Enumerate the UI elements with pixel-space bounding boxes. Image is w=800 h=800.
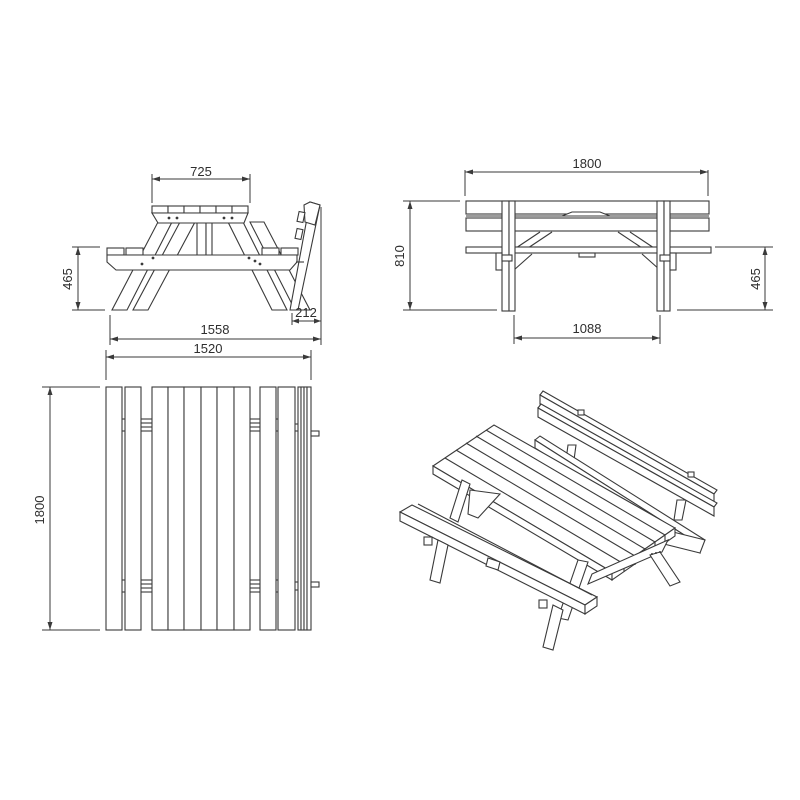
dim-overall-height: 810 xyxy=(392,245,407,267)
dim-overall-width: 1800 xyxy=(573,156,602,171)
plan-view-dimensions: 1800 xyxy=(32,386,100,631)
dim-plan-length: 1800 xyxy=(32,496,47,525)
front-view xyxy=(465,200,712,312)
plan-view xyxy=(105,386,320,631)
dim-seat-height-front: 465 xyxy=(748,268,763,290)
dim-seat-height: 465 xyxy=(60,268,75,290)
dim-backrest-offset: 212 xyxy=(295,305,317,320)
dim-overall-depth: 1558 xyxy=(201,322,230,337)
side-view xyxy=(106,201,321,311)
dim-table-top-width: 725 xyxy=(190,164,212,179)
isometric-view xyxy=(398,390,718,651)
dim-footprint-depth: 1520 xyxy=(194,341,223,356)
dim-leg-spacing: 1088 xyxy=(573,321,602,336)
front-view-dimensions: 1800 810 465 1088 xyxy=(392,156,773,344)
side-view-dimensions: 725 465 212 1558 1520 xyxy=(60,164,322,380)
